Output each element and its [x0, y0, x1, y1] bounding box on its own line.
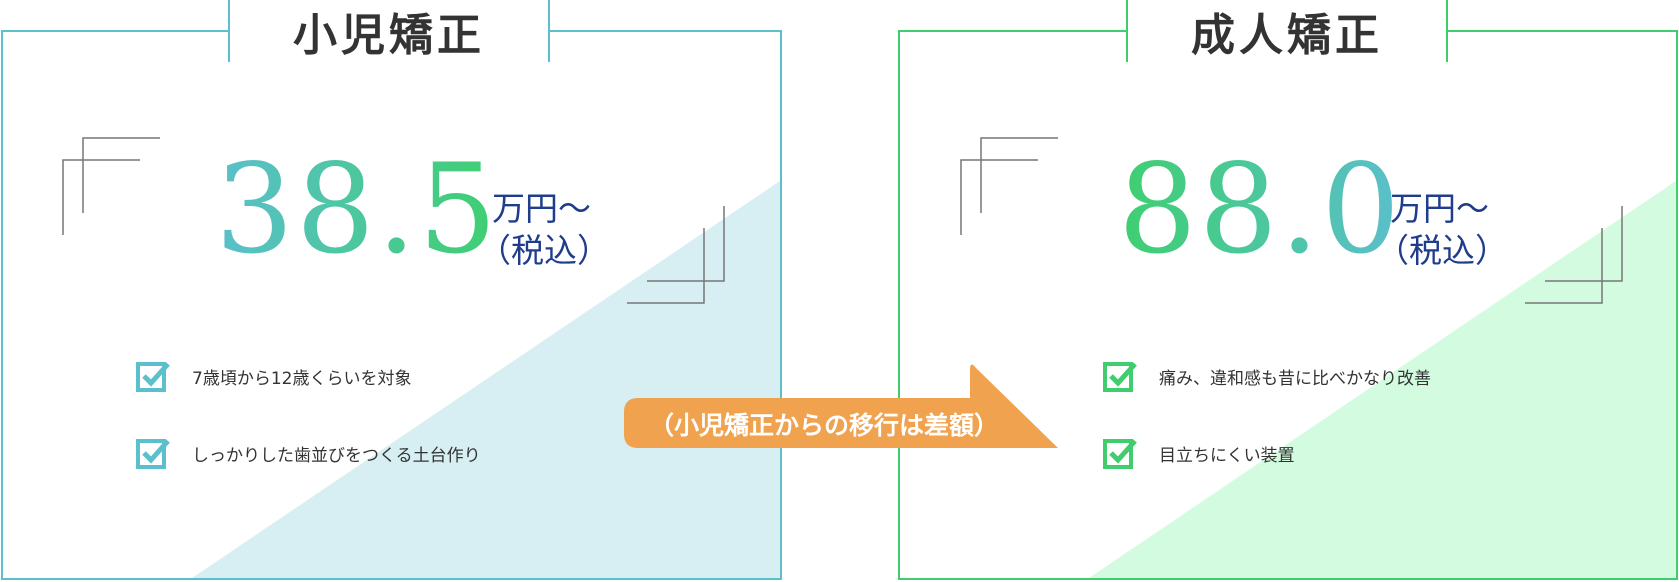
child-feature-text: 7歳頃から12歳くらいを対象	[192, 368, 412, 389]
adult-price-unit-line2: （税込）	[1376, 231, 1508, 270]
child-title-box: 小児矯正	[228, 0, 550, 62]
adult-diagonal-fill	[900, 32, 1676, 578]
checkbox-checked-icon	[136, 439, 170, 469]
adult-feature-text: 痛み、違和感も昔に比べかなり改善	[1159, 368, 1431, 389]
adult-plan-title: 成人矯正	[1191, 10, 1383, 61]
adult-plan-card	[898, 30, 1678, 580]
child-feature-text: しっかりした歯並びをつくる土台作り	[192, 445, 481, 466]
child-price-unit-line2: （税込）	[478, 231, 610, 270]
adult-corner-bracket-bottom-right-icon	[1523, 205, 1623, 305]
transition-callout: （小児矯正からの移行は差額）	[624, 360, 1058, 450]
adult-price: 88.0	[1118, 138, 1403, 282]
checkbox-checked-icon	[1103, 439, 1137, 469]
callout-arrow-icon	[624, 364, 1058, 448]
child-corner-bracket-bottom-right-icon	[625, 205, 725, 305]
child-price: 38.5	[215, 138, 500, 282]
callout-text: （小児矯正からの移行は差額）	[648, 411, 999, 440]
adult-feature-item: 痛み、違和感も昔に比べかなり改善	[1103, 360, 1431, 392]
child-plan-card	[1, 30, 782, 580]
child-feature-item: 7歳頃から12歳くらいを対象	[136, 360, 411, 392]
child-price-unit-line1: 万円〜	[492, 189, 591, 228]
adult-title-box: 成人矯正	[1126, 0, 1448, 62]
child-plan-title: 小児矯正	[293, 10, 485, 61]
checkbox-checked-icon	[1103, 362, 1137, 392]
adult-price-unit-line1: 万円〜	[1390, 189, 1489, 228]
checkbox-checked-icon	[136, 362, 170, 392]
adult-feature-item: 目立ちにくい装置	[1103, 437, 1295, 469]
child-corner-bracket-top-left-icon	[62, 137, 162, 237]
adult-feature-text: 目立ちにくい装置	[1159, 445, 1295, 466]
child-feature-item: しっかりした歯並びをつくる土台作り	[136, 437, 481, 469]
child-price-unit: 万円〜 （税込）	[478, 188, 610, 272]
adult-price-unit: 万円〜 （税込）	[1376, 188, 1508, 272]
child-diagonal-fill	[3, 32, 780, 578]
adult-corner-bracket-top-left-icon	[960, 137, 1060, 237]
